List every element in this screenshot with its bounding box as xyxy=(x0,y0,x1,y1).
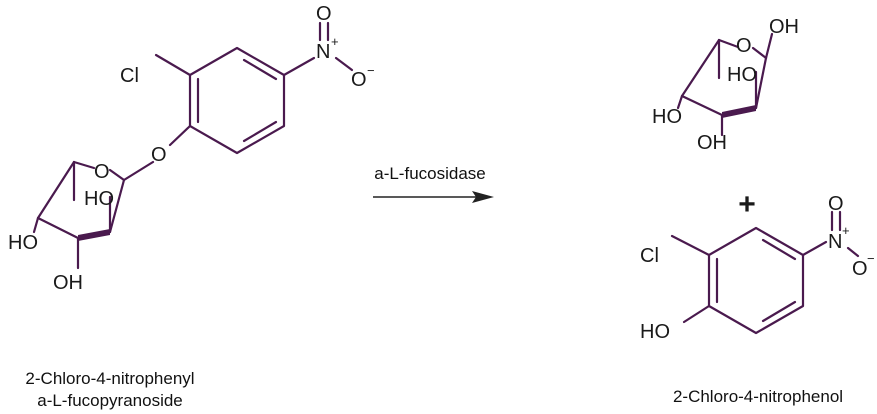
substrate-o-ring-label: O xyxy=(94,161,110,183)
substrate-molecule: Cl N + O O − O O HO O xyxy=(8,3,375,410)
substrate-o-top-label: O xyxy=(316,3,332,25)
substrate-cl-label: Cl xyxy=(120,65,139,87)
phenol-n-label: N xyxy=(828,231,842,253)
substrate-o-minus-label: O xyxy=(351,69,367,91)
phenol-n-charge: + xyxy=(842,223,850,238)
phenol-cl-label: Cl xyxy=(640,245,659,267)
phenol-caption: 2-Chloro-4-nitrophenol xyxy=(673,387,843,406)
substrate-n-charge: + xyxy=(331,34,339,49)
substrate-ho3-label: HO xyxy=(8,232,38,254)
reaction-arrow: a-L-fucosidase xyxy=(373,164,494,203)
phenol-o-minus-label: O xyxy=(852,258,868,280)
substrate-n-label: N xyxy=(316,41,330,63)
substrate-cl-bond xyxy=(154,53,192,77)
substrate-ho2-label: HO xyxy=(84,188,114,210)
phenol-o-minus-charge: − xyxy=(867,251,875,266)
substrate-fucose-ring: O HO OH HO xyxy=(8,160,126,294)
fucose-ho3-label: HO xyxy=(652,106,682,128)
substrate-no-single-bond xyxy=(334,56,354,72)
substrate-c-o-link-bond xyxy=(168,124,192,147)
substrate-o-c1-bond xyxy=(122,160,155,182)
substrate-o-minus-charge: − xyxy=(367,63,375,78)
fucose-oh1-label: OH xyxy=(769,16,799,38)
substrate-cn-bond xyxy=(282,56,316,77)
fucose-oh4-label: OH xyxy=(697,132,727,154)
substrate-oh4-label: OH xyxy=(53,272,83,294)
fucose-ho2-label: HO xyxy=(727,64,757,86)
fucose-o-ring-label: O xyxy=(736,35,752,57)
substrate-caption-line2: a-L-fucopyranoside xyxy=(37,391,183,410)
enzyme-label: a-L-fucosidase xyxy=(374,164,486,183)
plus-sign: + xyxy=(738,188,756,221)
phenol-ho-label: HO xyxy=(640,321,670,343)
fucose-molecule: O OH HO OH HO xyxy=(652,16,799,154)
arrow-head xyxy=(472,191,494,203)
phenol-benzene-ring xyxy=(707,226,805,335)
substrate-o-link-label: O xyxy=(151,144,167,166)
phenol-o-top-label: O xyxy=(828,193,844,215)
phenol-molecule: Cl N + O O − HO 2-Chloro-4-nitrophenol xyxy=(640,193,875,406)
substrate-benzene-ring xyxy=(188,46,286,155)
substrate-caption-line1: 2-Chloro-4-nitrophenyl xyxy=(25,369,194,388)
